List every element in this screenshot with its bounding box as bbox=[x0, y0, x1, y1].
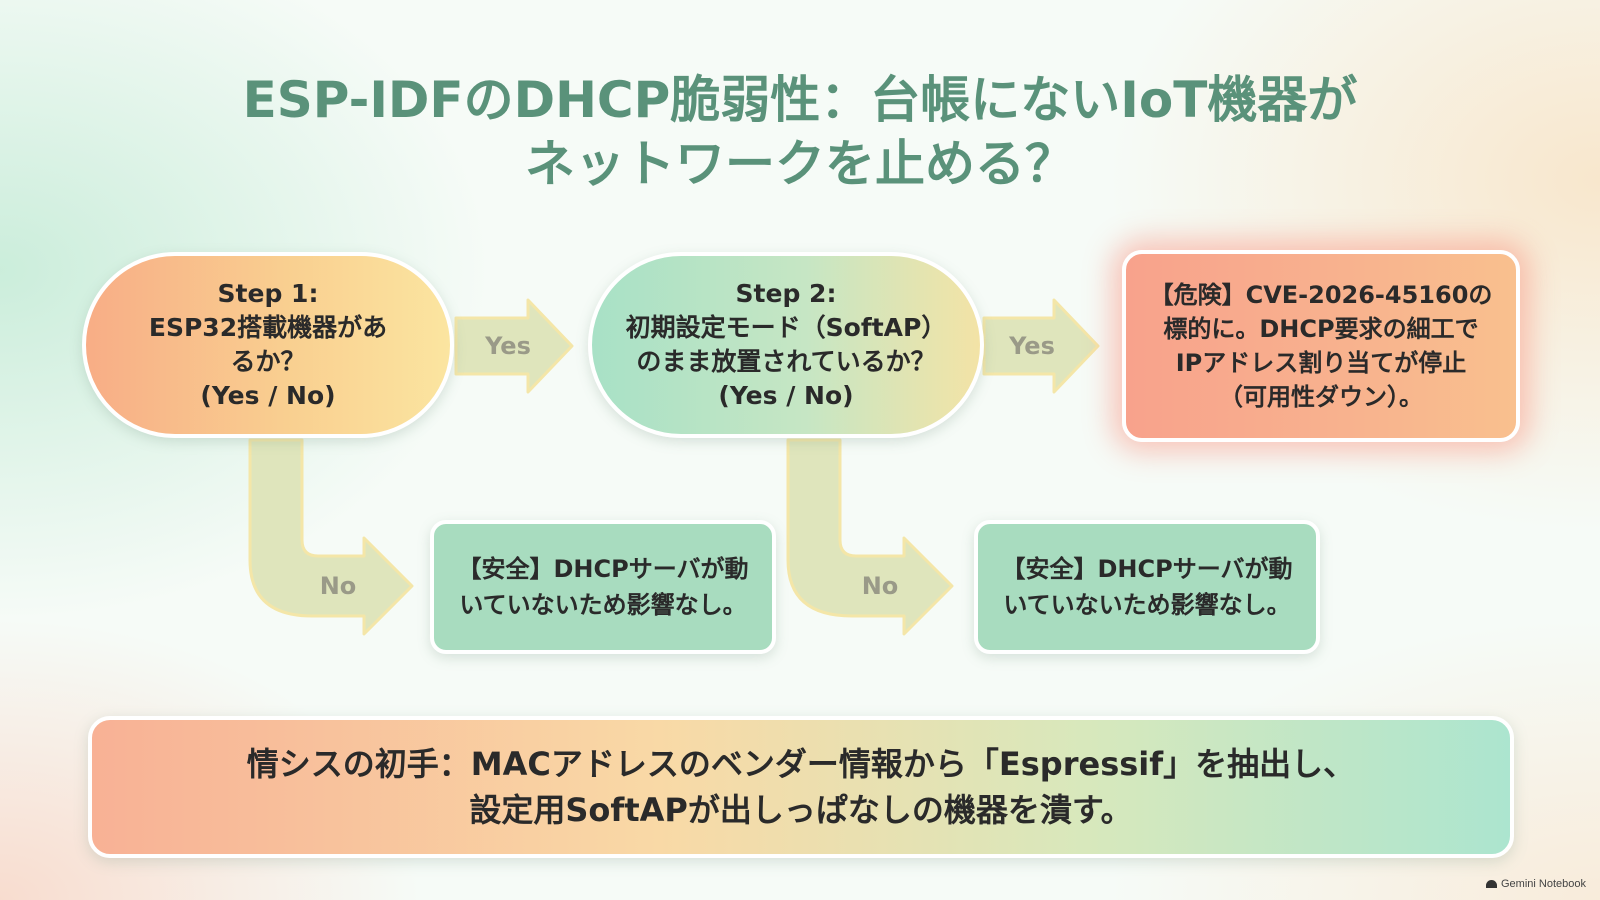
step1-line-4: (Yes / No) bbox=[200, 381, 336, 410]
danger-line-4: （可用性ダウン）。 bbox=[1219, 383, 1423, 411]
danger-line-1: 【危険】CVE-2026-45160の bbox=[1149, 281, 1493, 309]
page-title: ESP-IDFのDHCP脆弱性：台帳にないIoT機器が ネットワークを止める？ bbox=[0, 68, 1600, 196]
step1-line-3: るか？ bbox=[230, 347, 306, 376]
step2-node: Step 2: 初期設定モード（SoftAP） のまま放置されているか？ (Ye… bbox=[588, 252, 984, 438]
step2-line-1: Step 2: bbox=[735, 279, 837, 308]
watermark: Gemini Notebook bbox=[1486, 878, 1586, 890]
step2-line-4: (Yes / No) bbox=[718, 381, 854, 410]
danger-line-3: IPアドレス割り当てが停止 bbox=[1175, 349, 1467, 377]
notebook-logo-icon bbox=[1486, 880, 1497, 888]
yes-arrow-2 bbox=[982, 298, 1100, 394]
no-arrow-1 bbox=[248, 438, 414, 636]
danger-line-2: 標的に。DHCP要求の細工で bbox=[1163, 315, 1479, 343]
safe2-line-1: 【安全】DHCPサーバが動 bbox=[1001, 555, 1293, 583]
no-arrow-2 bbox=[786, 438, 954, 636]
banner-line-1: 情シスの初手：MACアドレスのベンダー情報から「Espressif」を抽出し、 bbox=[246, 745, 1356, 783]
step2-line-3: のまま放置されているか？ bbox=[636, 347, 936, 376]
step1-line-1: Step 1: bbox=[217, 279, 319, 308]
action-banner: 情シスの初手：MACアドレスのベンダー情報から「Espressif」を抽出し、 … bbox=[88, 716, 1514, 858]
watermark-text: Gemini Notebook bbox=[1501, 878, 1586, 890]
step2-line-2: 初期設定モード（SoftAP） bbox=[625, 313, 947, 342]
yes-label-2: Yes bbox=[1009, 332, 1055, 360]
danger-node: 【危険】CVE-2026-45160の 標的に。DHCP要求の細工で IPアドレ… bbox=[1122, 250, 1520, 442]
title-line-1: ESP-IDFのDHCP脆弱性：台帳にないIoT機器が bbox=[242, 71, 1358, 129]
step1-node: Step 1: ESP32搭載機器があ るか？ (Yes / No) bbox=[82, 252, 454, 438]
no-label-1: No bbox=[319, 572, 357, 600]
no-label-2: No bbox=[861, 572, 899, 600]
safe1-line-1: 【安全】DHCPサーバが動 bbox=[457, 555, 749, 583]
title-line-2: ネットワークを止める？ bbox=[525, 135, 1075, 193]
yes-label-1: Yes bbox=[485, 332, 531, 360]
yes-arrow-1 bbox=[454, 298, 574, 394]
safe-node-1: 【安全】DHCPサーバが動 いていないため影響なし。 bbox=[430, 520, 776, 654]
safe2-line-2: いていないため影響なし。 bbox=[1003, 591, 1291, 619]
step1-line-2: ESP32搭載機器があ bbox=[148, 313, 388, 342]
safe1-line-2: いていないため影響なし。 bbox=[459, 591, 747, 619]
safe-node-2: 【安全】DHCPサーバが動 いていないため影響なし。 bbox=[974, 520, 1320, 654]
banner-line-2: 設定用SoftAPが出しっぱなしの機器を潰す。 bbox=[469, 791, 1133, 829]
